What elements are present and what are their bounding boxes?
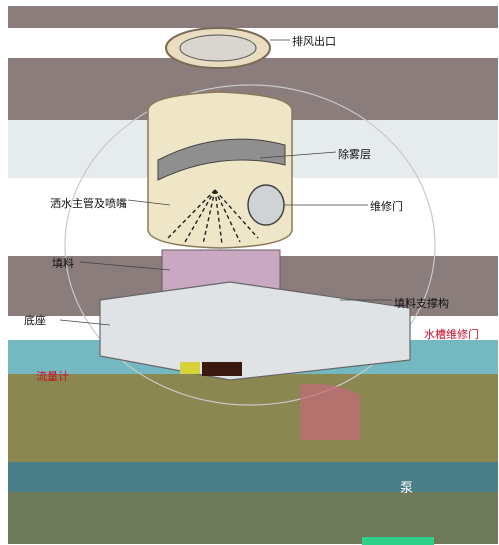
label-access-door: 维修门 [370,198,403,214]
label-tank-door: 水槽维修门 [424,326,479,342]
label-fill-support: 填料支撑构 [394,295,449,311]
label-pump: 泵 [400,477,413,496]
label-flow-meter: 流量计 [36,368,69,384]
label-sprinkler: 洒水主管及喷嘴 [50,195,127,211]
label-base-frame: 底座 [24,312,46,328]
label-demister: 除雾层 [338,146,371,162]
label-fill: 填料 [52,255,74,271]
label-top-outlet: 排风出口 [292,33,336,49]
